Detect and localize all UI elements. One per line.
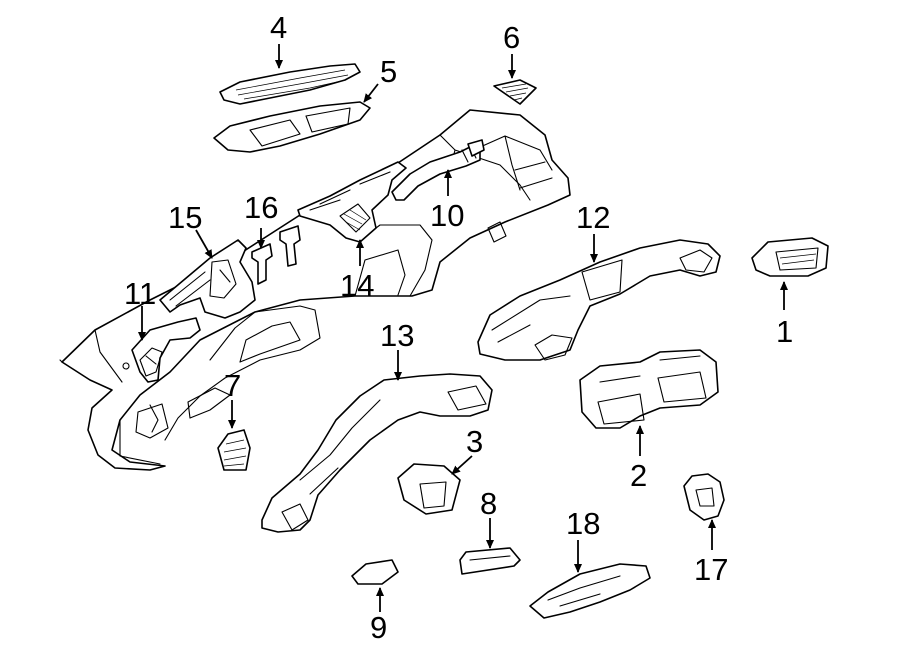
callout-12: 12 [576, 200, 610, 235]
part-10-hose [391, 139, 485, 201]
callout-8: 8 [480, 486, 497, 521]
part-1-right-vent [751, 237, 829, 277]
callout-3: 3 [466, 424, 483, 459]
callout-6: 6 [503, 20, 520, 55]
part-13-floor-duct [261, 373, 493, 533]
part-2-center-vents [579, 349, 719, 429]
part-17-elbow [683, 473, 725, 521]
callout-9: 9 [370, 610, 387, 645]
leader-3 [451, 455, 473, 475]
part-16-bracket [251, 225, 301, 285]
callout-13: 13 [380, 318, 414, 353]
part-12-right-duct [477, 239, 721, 361]
callout-labels: 1 2 3 4 5 6 7 8 9 10 11 12 13 14 15 16 1… [124, 10, 793, 645]
part-11-left-vent [122, 317, 201, 383]
part-9-pad [351, 559, 399, 585]
callout-5: 5 [380, 54, 397, 89]
part-5-vent-bezel [213, 101, 371, 153]
callout-7: 7 [224, 368, 241, 403]
part-3-outlet [397, 463, 461, 515]
callout-2: 2 [630, 458, 647, 493]
part-6-grille [493, 79, 537, 105]
part-18-rear-duct [529, 563, 651, 619]
callout-15: 15 [168, 200, 202, 235]
callout-4: 4 [270, 10, 287, 45]
callout-18: 18 [566, 506, 600, 541]
part-7-grille [217, 429, 251, 471]
callout-11: 11 [124, 276, 156, 311]
part-14-center-duct [297, 161, 407, 243]
callout-1: 1 [776, 314, 793, 349]
part-15-defroster-duct [159, 239, 256, 319]
leader-5 [363, 83, 379, 103]
leader-lines [138, 44, 788, 612]
callout-14: 14 [340, 268, 374, 303]
part-4-panel [219, 63, 361, 105]
part-8-bracket [459, 547, 521, 575]
callout-17: 17 [694, 552, 728, 587]
callout-10: 10 [430, 198, 464, 233]
callout-16: 16 [244, 190, 278, 225]
leader-15 [195, 229, 213, 259]
